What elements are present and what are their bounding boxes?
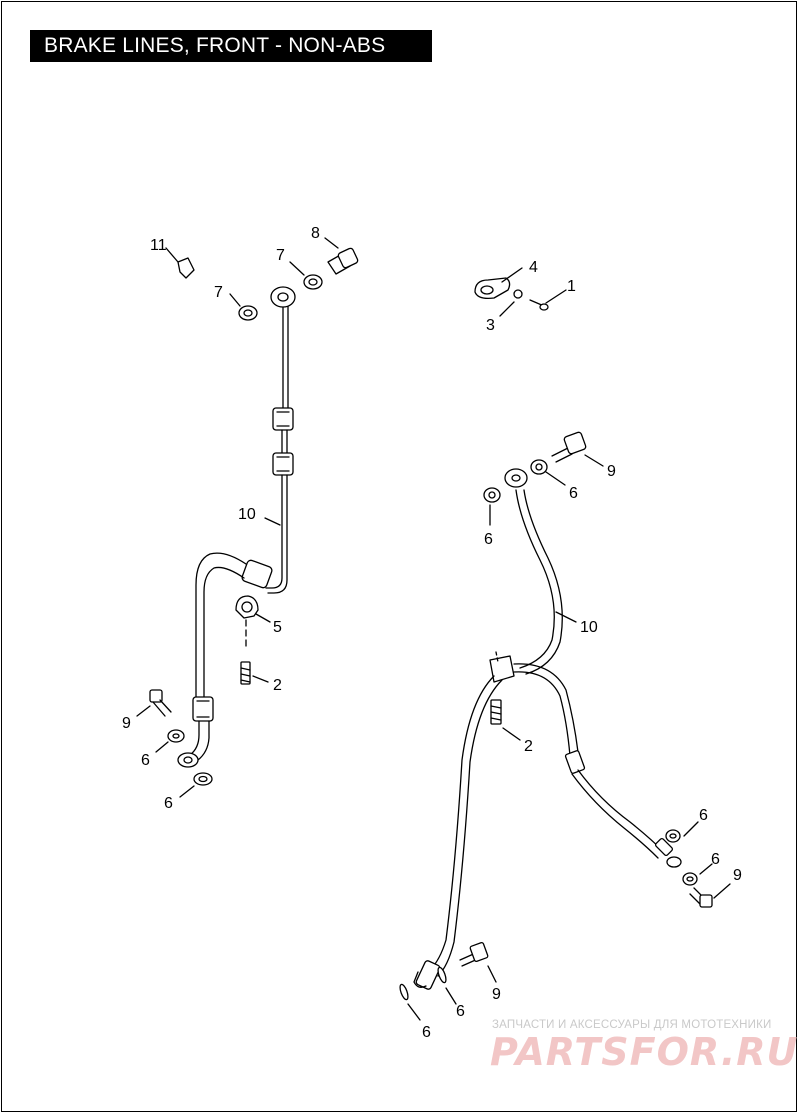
left-bleeder-cap [177, 257, 195, 279]
right-washer-6c [665, 829, 681, 843]
right-banjo-bolt-upper [563, 431, 587, 455]
left-upper-banjo [270, 286, 296, 308]
watermark-logo: PARTSFOR.RU [490, 1030, 799, 1074]
callout-left-9: 9 [122, 715, 131, 732]
callout-right-2: 2 [524, 738, 533, 755]
left-clamp [235, 595, 259, 619]
callout-labels: 11 8 7 7 10 5 2 9 6 6 4 1 3 9 6 6 10 2 6… [122, 225, 742, 1041]
right-upper-banjo [504, 468, 528, 488]
left-screw [240, 661, 251, 685]
callout-right-6f: 6 [456, 1003, 465, 1020]
callout-right-6d: 6 [711, 851, 720, 868]
callout-left-2: 2 [273, 677, 282, 694]
right-hose-fitting-lower [415, 960, 441, 990]
callout-left-6a: 6 [141, 752, 150, 769]
callout-right-9b: 9 [733, 867, 742, 884]
right-junction-block [489, 655, 515, 683]
callout-left-8: 8 [311, 225, 320, 242]
callout-left-10: 10 [238, 506, 256, 523]
callout-right-6e: 6 [422, 1024, 431, 1041]
left-brake-line-assembly [136, 237, 359, 798]
right-brake-line-assembly [399, 431, 731, 1021]
left-line-fitting-b [272, 452, 294, 476]
left-lower-banjo [177, 752, 199, 768]
callout-right-6b: 6 [484, 531, 493, 548]
left-washer-6a [167, 729, 185, 743]
right-oring-6e [399, 983, 409, 1001]
callout-left-6b: 6 [164, 795, 173, 812]
callout-left-7b: 7 [276, 247, 285, 264]
callout-right-9a: 9 [607, 463, 616, 480]
right-washer-6d [682, 872, 698, 886]
left-washer-6b [193, 772, 213, 786]
right-washer-6a [530, 459, 548, 475]
callout-right-6a: 6 [569, 485, 578, 502]
callout-right-4: 4 [529, 259, 538, 276]
right-lower-banjo-b [666, 856, 682, 868]
callout-left-7a: 7 [214, 284, 223, 301]
right-bolt-9c [469, 942, 489, 962]
callout-right-6c: 6 [699, 807, 708, 824]
right-oring-6f [437, 966, 447, 984]
callout-right-1: 1 [567, 278, 576, 295]
left-hose-fitting-upper [241, 559, 273, 589]
callout-right-9c: 9 [492, 986, 501, 1003]
right-bolt-9b [699, 894, 713, 908]
callout-right-10: 10 [580, 619, 598, 636]
right-nut-3 [513, 289, 523, 299]
watermark-tagline: ЗАПЧАСТИ И АКСЕССУАРЫ ДЛЯ МОТОТЕХНИКИ [492, 1019, 772, 1031]
left-bolt-9 [149, 689, 163, 703]
left-line-fitting-a [272, 407, 294, 431]
left-hose-fitting-lower [192, 696, 214, 722]
callout-left-5: 5 [273, 619, 282, 636]
left-banjo-bolt [337, 247, 359, 269]
right-washer-6b [483, 487, 501, 503]
right-hose-fitting-mid [564, 750, 586, 774]
callout-right-3: 3 [486, 317, 495, 334]
callout-left-11: 11 [150, 237, 167, 254]
left-washer-7a [238, 305, 258, 321]
left-washer-7b [303, 274, 323, 290]
clamp-assembly [474, 267, 567, 317]
page-title: BRAKE LINES, FRONT - NON-ABS [30, 30, 432, 62]
